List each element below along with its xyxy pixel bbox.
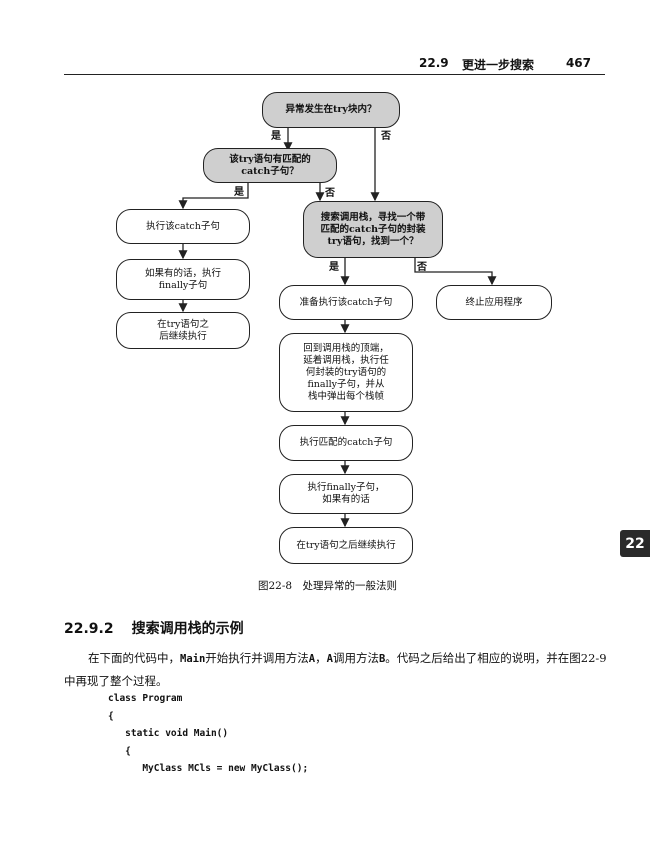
step-execute-finally-if-any: 如果有的话，执行 finally子句 xyxy=(116,259,250,300)
label-yes-try: 是 xyxy=(271,131,281,142)
decision-exception-in-try: 异常发生在try块内？ xyxy=(262,92,400,128)
figure-caption: 图22-8 处理异常的一般法则 xyxy=(257,580,398,592)
body-paragraph: 在下面的代码中，Main开始执行并调用方法A，A调用方法B。代码之后给出了相应的… xyxy=(64,651,607,688)
decision-matching-catch: 该try语句有匹配的 catch子句？ xyxy=(203,148,337,183)
code-line: { xyxy=(108,745,131,757)
code-ref-a: A xyxy=(308,653,316,665)
header-section-number: 22.9 xyxy=(419,56,449,70)
code-ref-b: B xyxy=(378,653,386,665)
code-line: { xyxy=(108,710,114,722)
step-continue-after-try: 在try语句之 后继续执行 xyxy=(116,312,250,349)
code-listing: class Program { static void Main() { MyCl… xyxy=(108,690,308,778)
label-yes-search: 是 xyxy=(329,262,339,273)
step-unwind-call-stack: 回到调用栈的顶端， 延着调用栈，执行任 何封装的try语句的 finally子句… xyxy=(279,333,413,412)
code-line: class Program xyxy=(108,693,183,704)
header-section-title: 更进一步搜索 xyxy=(462,58,535,72)
arrow-catch-yes xyxy=(178,183,249,210)
running-header: 22.9 更进一步搜索 467 xyxy=(64,56,605,73)
step-execute-catch: 执行该catch子句 xyxy=(116,209,250,244)
label-no-try: 否 xyxy=(381,131,391,142)
section-title: 搜索调用栈的示例 xyxy=(131,621,244,637)
step-prepare-catch: 准备执行该catch子句 xyxy=(279,285,413,320)
code-ref-main: Main xyxy=(180,653,206,665)
label-no-catch: 否 xyxy=(325,188,335,199)
decision-search-call-stack: 搜索调用栈，寻找一个带 匹配的catch子句的封装 try语句，找到一个？ xyxy=(303,201,443,258)
arrow-search-no xyxy=(414,258,497,286)
step-execute-finally: 执行finally子句， 如果有的话 xyxy=(279,474,413,514)
step-execute-matched-catch: 执行匹配的catch子句 xyxy=(279,425,413,461)
step-terminate-application: 终止应用程序 xyxy=(436,285,552,320)
chapter-tab: 22 xyxy=(620,530,650,557)
section-number: 22.9.2 xyxy=(64,621,114,637)
code-line: MyClass MCls = new MyClass(); xyxy=(108,763,309,774)
label-yes-catch: 是 xyxy=(234,187,244,198)
header-rule xyxy=(64,74,605,75)
code-line: static void Main() xyxy=(108,728,229,739)
label-no-search: 否 xyxy=(417,262,427,273)
section-heading: 22.9.2 搜索调用栈的示例 xyxy=(64,618,244,638)
step-continue-after-try-final: 在try语句之后继续执行 xyxy=(279,527,413,564)
header-page-number: 467 xyxy=(565,56,591,70)
code-ref-a2: A xyxy=(326,653,333,665)
